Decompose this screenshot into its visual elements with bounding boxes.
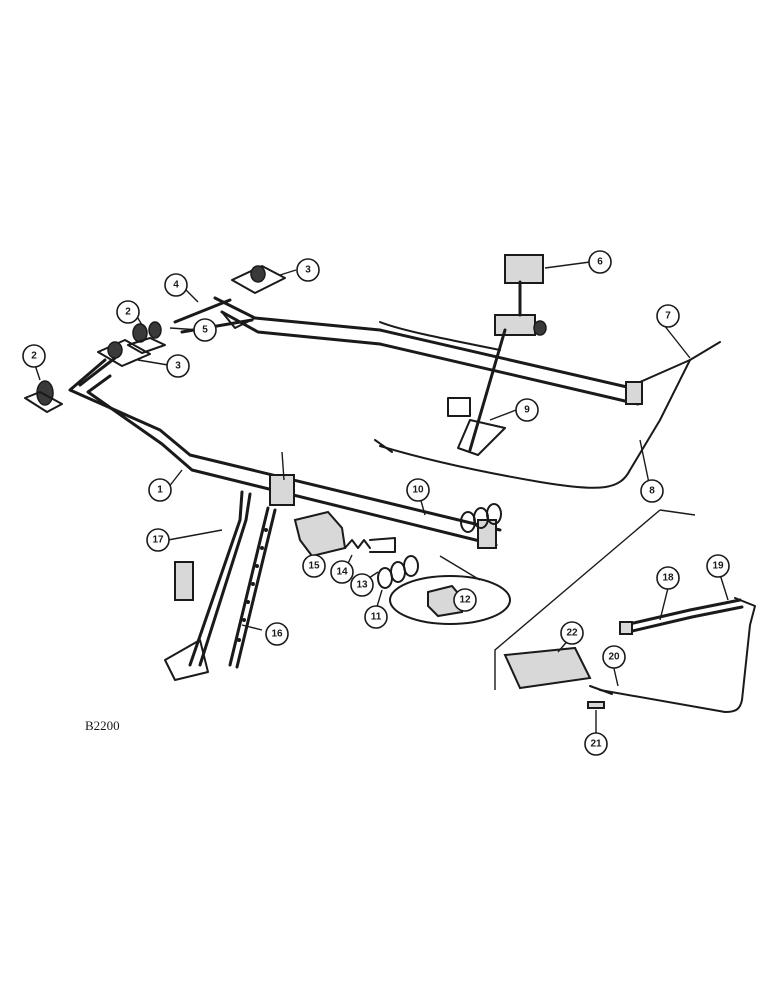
lower-frame-arm [68,356,502,549]
svg-text:15: 15 [308,561,320,572]
upper-frame-arm [173,296,643,406]
svg-text:1: 1 [157,485,163,496]
callout-22: 22 [560,621,584,645]
svg-text:14: 14 [336,567,348,578]
spring [344,537,396,553]
svg-text:20: 20 [608,652,620,663]
mount-bracket-upper [231,265,286,294]
callout-14: 14 [330,560,354,584]
callout-15: 15 [302,554,326,578]
callout-3a: 3 [296,258,320,282]
svg-text:5: 5 [202,325,208,336]
svg-text:3: 3 [175,361,181,372]
svg-text:3: 3 [305,265,311,276]
inset-bent-rod [589,597,756,713]
callout-21: 21 [584,732,608,756]
pivot-bushing-left [24,380,63,413]
svg-text:4: 4 [173,280,179,291]
callout-13: 13 [350,573,374,597]
callout-7: 7 [656,304,680,328]
washer-set-upper [460,503,502,533]
svg-text:13: 13 [356,580,368,591]
upper-lever-assembly [447,254,547,456]
callout-11: 11 [364,605,388,629]
clamp-block [293,510,347,558]
svg-text:21: 21 [590,739,602,750]
callout-2a: 2 [22,344,46,368]
svg-text:11: 11 [371,612,382,623]
mount-bracket-lower [97,339,151,367]
svg-text:9: 9 [524,405,530,416]
figure-code: B2200 [85,718,120,733]
callout-10: 10 [406,478,430,502]
svg-text:7: 7 [665,311,671,322]
svg-text:18: 18 [662,573,674,584]
perforated-bar [228,506,277,669]
callout-5: 5 [193,318,217,342]
long-control-rod [374,341,721,489]
pivot-bushing-mid [127,321,166,354]
washer-set-lower [377,555,419,589]
inset-plate [503,646,592,690]
callout-2b: 2 [116,300,140,324]
svg-text:8: 8 [649,486,655,497]
inset-separator [494,509,696,690]
svg-text:6: 6 [597,257,603,268]
callout-18: 18 [656,566,680,590]
inset-rod [619,598,744,635]
left-lever [164,490,252,681]
callout-20: 20 [602,645,626,669]
callout-17: 17 [146,528,170,552]
callout-6: 6 [588,250,612,274]
callout-16: 16 [265,622,289,646]
svg-text:16: 16 [271,629,283,640]
svg-text:22: 22 [566,628,578,639]
callout-3b: 3 [166,354,190,378]
svg-text:12: 12 [459,595,471,606]
bearing-block-callout [389,555,511,625]
callout-4: 4 [164,273,188,297]
svg-text:2: 2 [125,307,131,318]
svg-text:2: 2 [31,351,37,362]
callout-1: 1 [148,478,172,502]
callout-19: 19 [706,554,730,578]
svg-text:10: 10 [412,485,424,496]
callout-8: 8 [640,479,664,503]
svg-text:17: 17 [152,535,164,546]
svg-text:19: 19 [712,561,724,572]
callout-9: 9 [515,398,539,422]
callout-12: 12 [453,588,477,612]
inset-pin [587,701,605,709]
